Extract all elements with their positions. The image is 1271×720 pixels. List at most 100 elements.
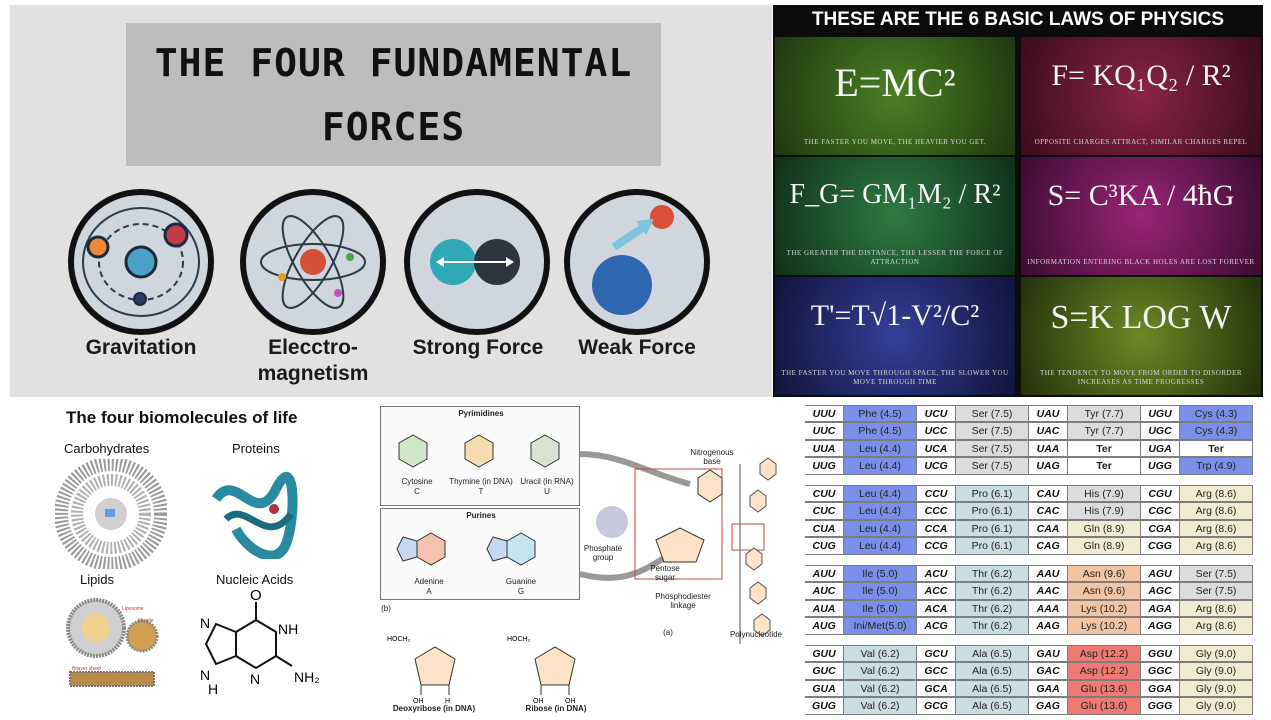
deoxyribose-oh: OH (413, 698, 424, 705)
atom-N: N (250, 671, 260, 687)
amino-acid-cell: Ser (7.5) (955, 405, 1029, 423)
codon-cell: CAG (1028, 537, 1068, 555)
codon-cell: GAC (1028, 662, 1068, 680)
amino-acid-cell: Ser (7.5) (1179, 582, 1253, 600)
nucleotide-diagram-panel: Pyrimidines Cytosine C Thymine (in DNA) … (375, 404, 800, 716)
law-caption: THE FASTER YOU MOVE THROUGH SPACE, THE S… (781, 369, 1009, 386)
bio-title: The four biomolecules of life (66, 408, 298, 427)
law-tile: T'=T√1-V²/C² THE FASTER YOU MOVE THROUGH… (775, 277, 1015, 395)
base-cytosine: Cytosine (401, 477, 433, 486)
amino-acid-cell: His (7.9) (1067, 502, 1141, 520)
codon-cell: UUC (805, 422, 844, 440)
amino-acid-cell: Gln (8.9) (1067, 519, 1141, 538)
label-deoxyribose: Deoxyribose (in DNA) (392, 704, 476, 713)
codon-cell: GGA (1140, 679, 1180, 698)
codon-cell: UGC (1140, 422, 1180, 440)
codon-cell: UGU (1140, 405, 1180, 423)
law-tile: E=MC² THE FASTER YOU MOVE, THE HEAVIER Y… (775, 37, 1015, 155)
atom-NH: NH (278, 621, 298, 637)
amino-acid-cell: Tyr (7.7) (1067, 405, 1141, 423)
amino-acid-cell: Lys (10.2) (1067, 617, 1141, 635)
codon-cell: GGC (1140, 662, 1180, 680)
base-adenine-letter: A (426, 587, 432, 596)
amino-acid-cell: Ter (1067, 457, 1141, 475)
codon-cell: AGA (1140, 599, 1180, 618)
forces-title: THE FOUR FUNDAMENTAL FORCES (154, 40, 633, 149)
codon-cell: UAU (1028, 405, 1068, 423)
base-uracil-letter: U (544, 487, 550, 496)
codon-cell: GAG (1028, 697, 1068, 715)
force-label-weak: Weak Force (578, 336, 696, 359)
ribose-icon: HOCH₂ OH OH (507, 636, 576, 705)
amino-acid-cell: Gln (8.9) (1067, 537, 1141, 555)
law-equation: F= KQ₁Q₂ / R² (1051, 59, 1231, 92)
amino-acid-cell: Ser (7.5) (955, 422, 1029, 440)
amino-acid-cell: Leu (4.4) (843, 519, 917, 538)
codon-cell: ACA (916, 599, 956, 618)
amino-acid-cell: Ter (1067, 439, 1141, 458)
codon-cell: CGC (1140, 502, 1180, 520)
law-equation: S=K LOG W (1050, 299, 1232, 336)
codon-cell: UUA (805, 439, 844, 458)
law-equation: T'=T√1-V²/C² (810, 299, 980, 332)
amino-acid-cell: Glu (13.6) (1067, 697, 1141, 715)
amino-acid-cell: Arg (8.6) (1179, 537, 1253, 555)
amino-acid-cell: Arg (8.6) (1179, 519, 1253, 538)
atom-NH2: NH₂ (294, 669, 320, 685)
codon-cell: CUA (805, 519, 844, 538)
pyrimidines-heading: Pyrimidines (458, 409, 504, 418)
amino-acid-cell: Gly (9.0) (1179, 662, 1253, 680)
amino-acid-cell: Ini/Met(5.0) (843, 617, 917, 635)
amino-acid-cell: Thr (6.2) (955, 565, 1029, 583)
amino-acid-cell: Asp (12.2) (1067, 662, 1141, 680)
lipid-tag-liposome: Liposome (122, 606, 144, 612)
atom-O: O (250, 590, 262, 604)
codon-cell: CUG (805, 537, 844, 555)
amino-acid-cell: Ala (6.5) (955, 645, 1029, 663)
amino-acid-cell: Val (6.2) (843, 679, 917, 698)
codon-cell: CUU (805, 485, 844, 503)
amino-acid-cell: Arg (8.6) (1179, 502, 1253, 520)
codon-cell: GAU (1028, 645, 1068, 663)
codon-cell: GAA (1028, 679, 1068, 698)
biomolecules-panel: The four biomolecules of life Carbohydra… (10, 404, 370, 716)
law-equation: F_G= GM₁M₂ / R² (789, 179, 1001, 210)
amino-acid-cell: Cys (4.3) (1179, 422, 1253, 440)
amino-acid-cell: Ala (6.5) (955, 679, 1029, 698)
amino-acid-cell: Asn (9.6) (1067, 565, 1141, 583)
label-phosphate-group: Phosphate group (583, 544, 623, 562)
codon-cell: CCC (916, 502, 956, 520)
weak-force-icon (564, 189, 710, 335)
codon-cell: GUU (805, 645, 844, 663)
codon-cell: UAC (1028, 422, 1068, 440)
codon-cell: GCA (916, 679, 956, 698)
amino-acid-cell: Ser (7.5) (1179, 565, 1253, 583)
codon-cell: ACC (916, 582, 956, 600)
law-caption: THE FASTER YOU MOVE, THE HEAVIER YOU GET… (803, 138, 987, 146)
codon-cell: AUG (805, 617, 844, 635)
law-caption: OPPOSITE CHARGES ATTRACT, SIMILAR CHARGE… (1034, 138, 1248, 146)
codon-cell: AGG (1140, 617, 1180, 635)
amino-acid-cell: Ter (1179, 439, 1253, 458)
amino-acid-cell: Ser (7.5) (955, 439, 1029, 458)
amino-acid-cell: Thr (6.2) (955, 599, 1029, 618)
codon-cell: GCG (916, 697, 956, 715)
physics-laws-panel: THESE ARE THE 6 BASIC LAWS OF PHYSICS E=… (773, 5, 1263, 397)
codon-cell: AGU (1140, 565, 1180, 583)
amino-acid-cell: Leu (4.4) (843, 537, 917, 555)
amino-acid-cell: Leu (4.4) (843, 502, 917, 520)
codon-cell: CCU (916, 485, 956, 503)
force-label-electromagnetism: Elecctro-magnetism (257, 336, 369, 385)
amino-acid-cell: Cys (4.3) (1179, 405, 1253, 423)
law-equation: S= C³KA / 4ħG (1047, 179, 1235, 212)
codon-cell: GUC (805, 662, 844, 680)
